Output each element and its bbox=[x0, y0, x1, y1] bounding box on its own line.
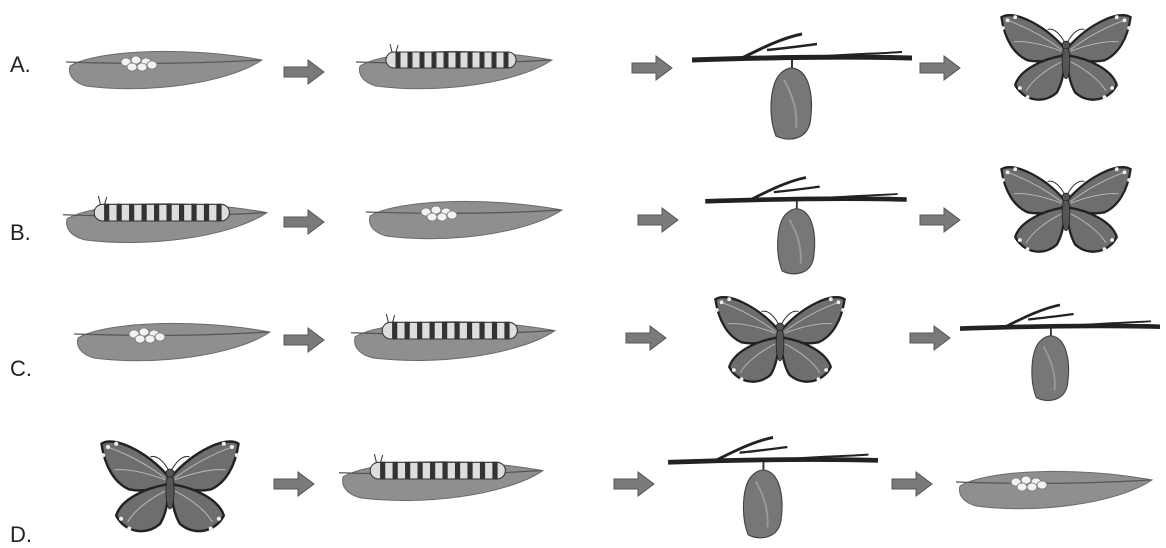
option-letter: C. bbox=[10, 356, 32, 382]
butterfly-icon bbox=[976, 8, 1156, 108]
arrow-right-icon bbox=[624, 324, 668, 352]
chrysalis-on-branch-icon bbox=[668, 430, 878, 548]
option-row-a[interactable]: A. bbox=[0, 0, 1166, 140]
chrysalis-on-branch-icon bbox=[692, 28, 912, 148]
arrow-right-icon bbox=[890, 470, 934, 498]
caterpillar-on-leaf-icon bbox=[350, 314, 560, 366]
caterpillar-on-leaf-icon bbox=[356, 44, 556, 94]
arrow-right-icon bbox=[612, 470, 656, 498]
option-letter: B. bbox=[10, 220, 31, 246]
arrow-right-icon bbox=[908, 324, 952, 352]
arrow-right-icon bbox=[918, 54, 962, 82]
option-letter: A. bbox=[10, 52, 31, 78]
leaf-with-eggs-icon bbox=[74, 316, 274, 366]
caterpillar-on-leaf-icon bbox=[338, 454, 548, 506]
option-row-d[interactable]: D. bbox=[0, 424, 1166, 548]
butterfly-icon bbox=[976, 160, 1156, 260]
leaf-with-eggs-icon bbox=[366, 194, 566, 244]
option-letter: D. bbox=[10, 522, 32, 548]
arrow-right-icon bbox=[918, 206, 962, 234]
leaf-with-eggs-icon bbox=[66, 44, 266, 94]
chrysalis-on-branch-icon bbox=[960, 294, 1160, 414]
option-row-b[interactable]: B. bbox=[0, 150, 1166, 280]
arrow-right-icon bbox=[282, 326, 326, 354]
chrysalis-on-branch-icon bbox=[696, 172, 916, 282]
option-row-c[interactable]: C. bbox=[0, 288, 1166, 418]
arrow-right-icon bbox=[630, 54, 674, 82]
arrow-right-icon bbox=[282, 58, 326, 86]
arrow-right-icon bbox=[636, 206, 680, 234]
butterfly-icon bbox=[690, 290, 870, 390]
leaf-with-eggs-icon bbox=[956, 464, 1156, 514]
arrow-right-icon bbox=[272, 470, 316, 498]
arrow-right-icon bbox=[282, 208, 326, 236]
caterpillar-on-leaf-icon bbox=[62, 196, 272, 248]
butterfly-icon bbox=[80, 434, 260, 540]
